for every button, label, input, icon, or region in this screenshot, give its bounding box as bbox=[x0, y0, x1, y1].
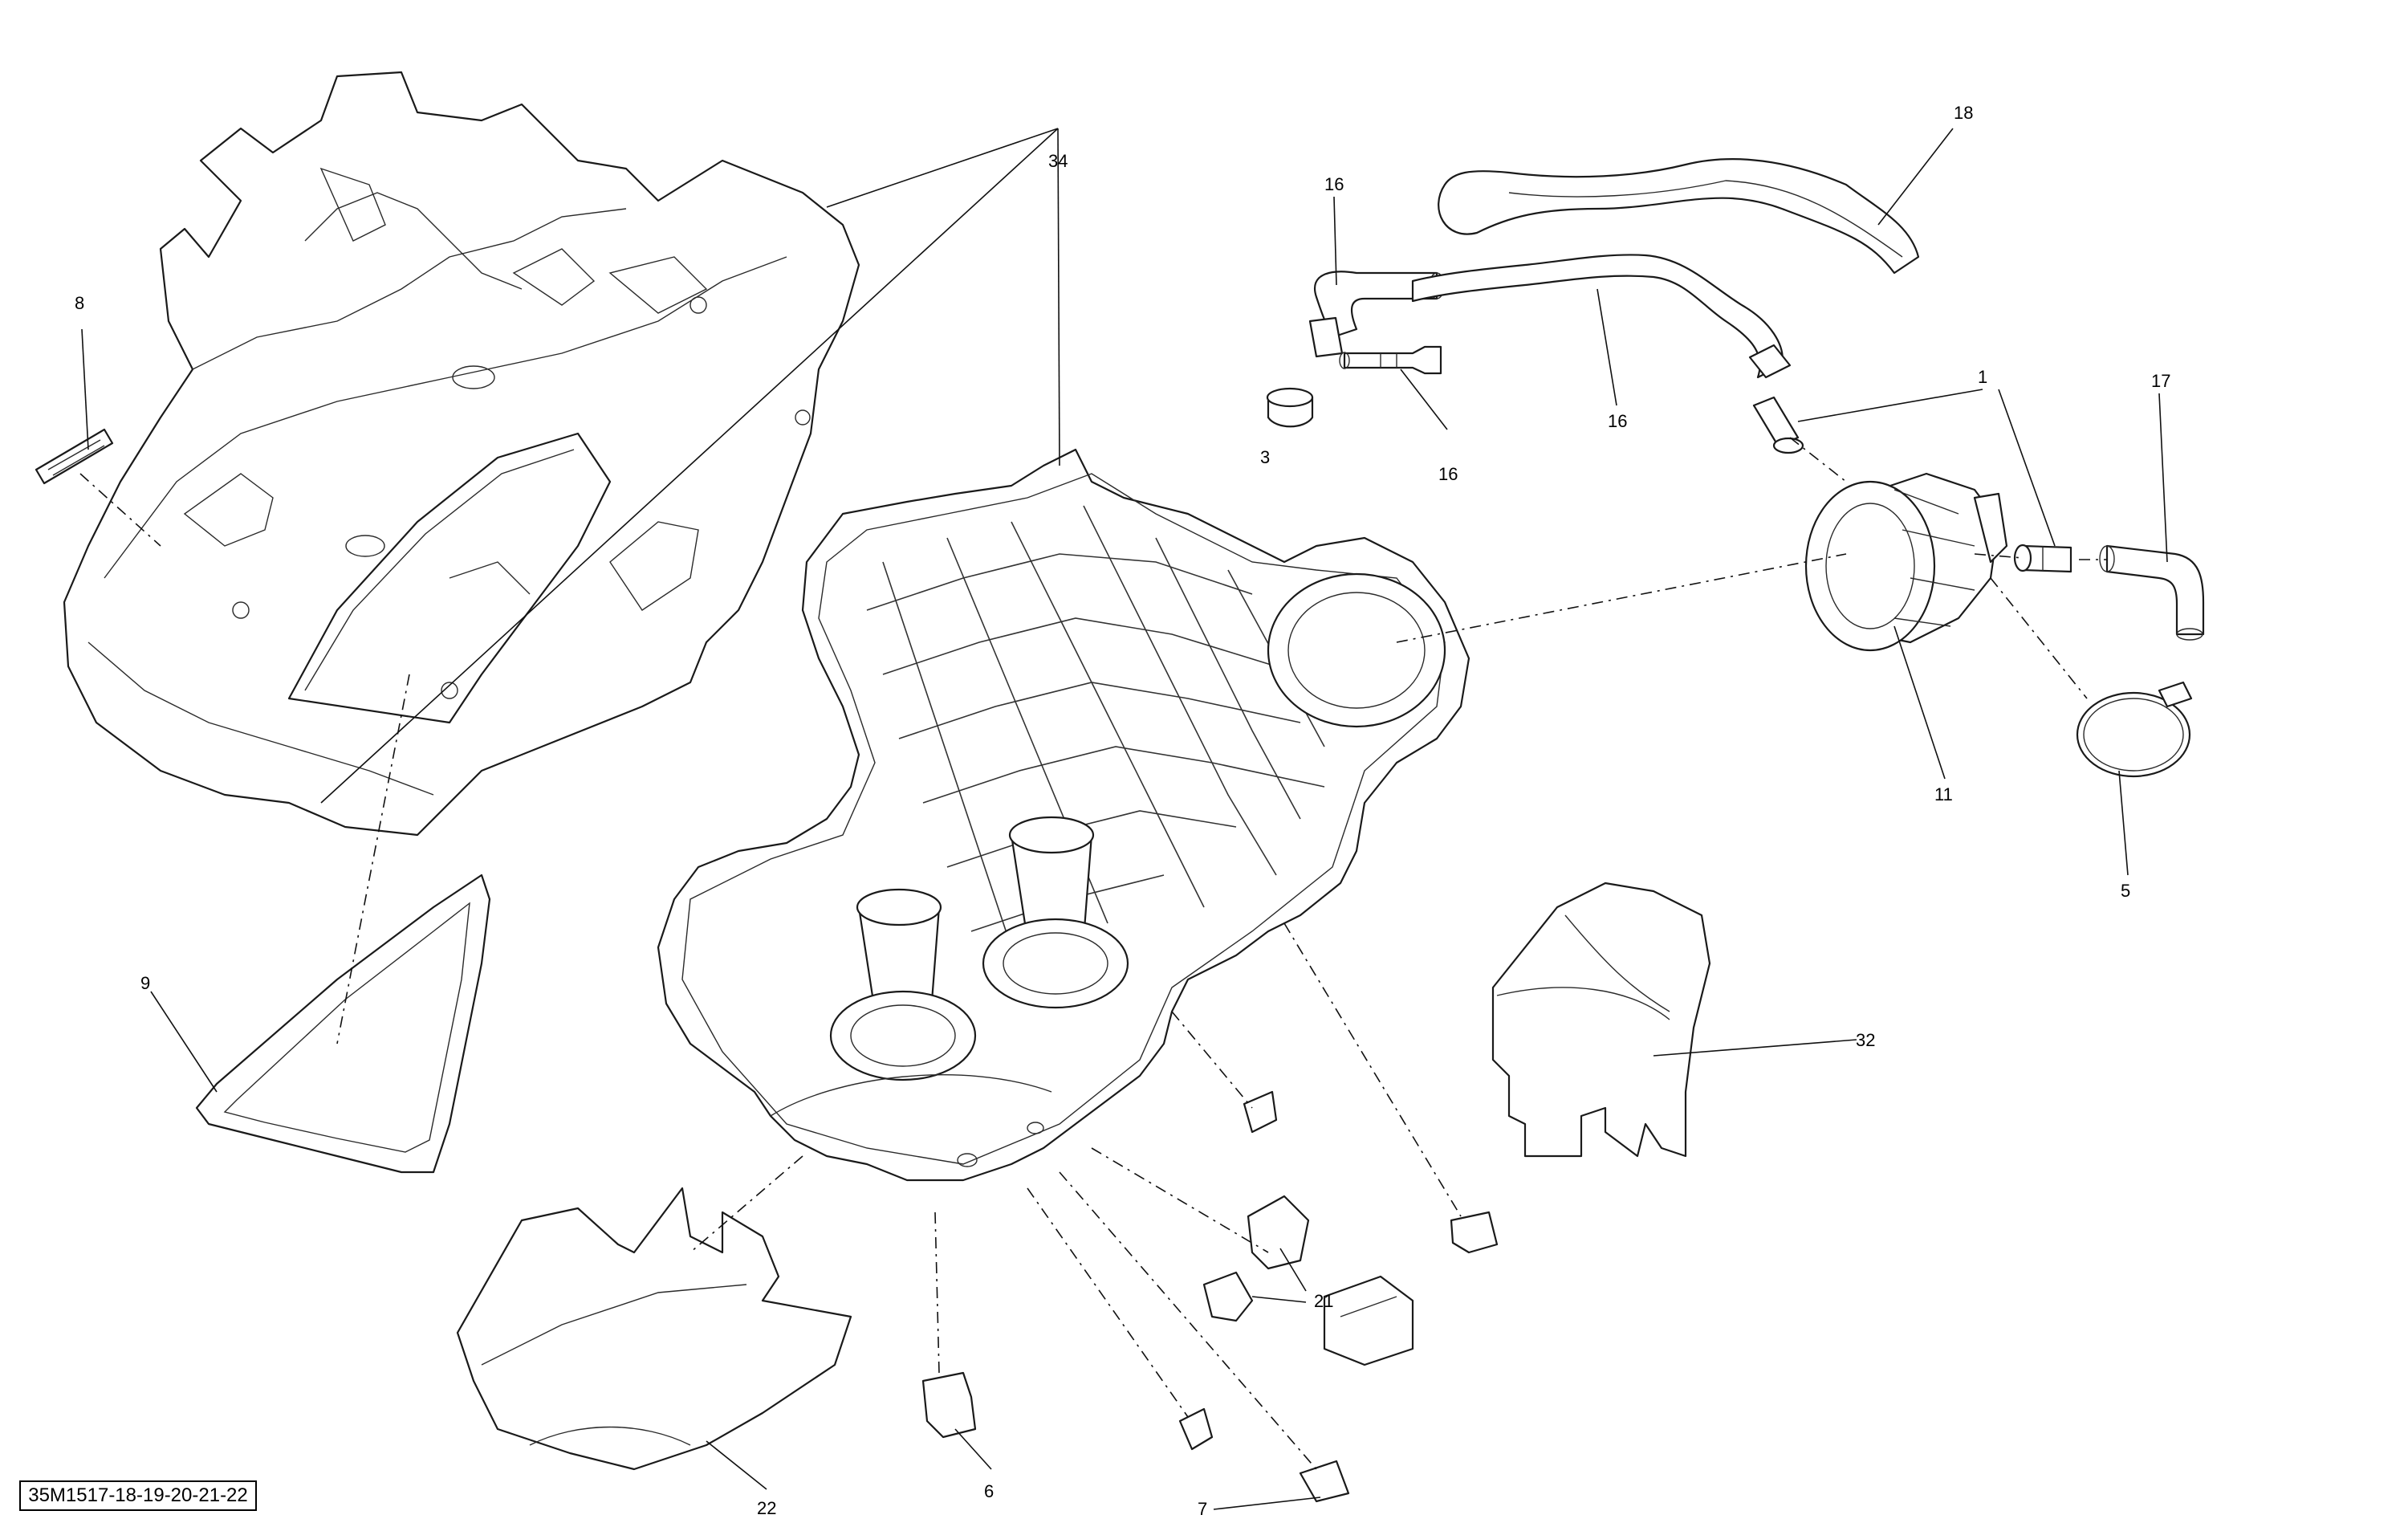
callout-22: 22 bbox=[757, 1498, 776, 1518]
elbow-hose-17-part bbox=[2099, 544, 2205, 641]
callout-6: 6 bbox=[984, 1481, 994, 1501]
callout-34: 34 bbox=[1048, 151, 1068, 171]
connector-16b-part bbox=[1339, 345, 1442, 375]
diagram-reference-box: 35M1517-18-19-20-21-22 bbox=[19, 1480, 257, 1511]
callout-16b: 16 bbox=[1438, 464, 1458, 484]
nipple-fitting-1b-part bbox=[2013, 544, 2072, 573]
callout-11: 11 bbox=[1934, 784, 1953, 804]
assembly-lines bbox=[79, 437, 2107, 1470]
airbox-cover-part bbox=[63, 71, 860, 837]
callout-21: 21 bbox=[1314, 1291, 1333, 1311]
callout-16a: 16 bbox=[1324, 174, 1344, 194]
callout-8: 8 bbox=[75, 293, 84, 313]
ring-clamp-part bbox=[1266, 387, 1314, 428]
callout-5: 5 bbox=[2121, 881, 2130, 901]
callout-17: 17 bbox=[2151, 371, 2170, 391]
hose-large-part bbox=[1438, 158, 1920, 275]
airbox-base-part bbox=[657, 448, 1470, 1182]
callout-1: 1 bbox=[1978, 367, 1987, 387]
callout-18: 18 bbox=[1954, 103, 1973, 123]
callout-3: 3 bbox=[1260, 447, 1270, 467]
intake-coupler-part bbox=[1804, 472, 2008, 652]
lower-plate-right-part bbox=[1491, 882, 1711, 1158]
callout-16c: 16 bbox=[1608, 411, 1627, 431]
diagram-reference-code: 35M1517-18-19-20-21-22 bbox=[28, 1484, 248, 1506]
callout-32: 32 bbox=[1856, 1030, 1875, 1050]
retainer-6-part bbox=[921, 1371, 977, 1439]
warning-label-part bbox=[35, 428, 114, 485]
callout-9: 9 bbox=[140, 973, 150, 993]
callout-7: 7 bbox=[1198, 1499, 1207, 1519]
hose-clamp-part bbox=[2076, 681, 2193, 778]
leader-lines bbox=[81, 128, 2168, 1510]
nipple-fitting-1a-part bbox=[1752, 396, 1804, 454]
pad-7-parts bbox=[1178, 1407, 1350, 1503]
callout-labels: 34 18 16 3 16 16 1 17 11 5 8 9 32 21 22 … bbox=[75, 103, 2170, 1519]
filter-frame-part bbox=[195, 873, 491, 1174]
lower-plate-left-part bbox=[456, 1187, 852, 1471]
hose-thin-16c-part bbox=[1411, 254, 1792, 379]
bracket-21-parts bbox=[1202, 1090, 1499, 1366]
